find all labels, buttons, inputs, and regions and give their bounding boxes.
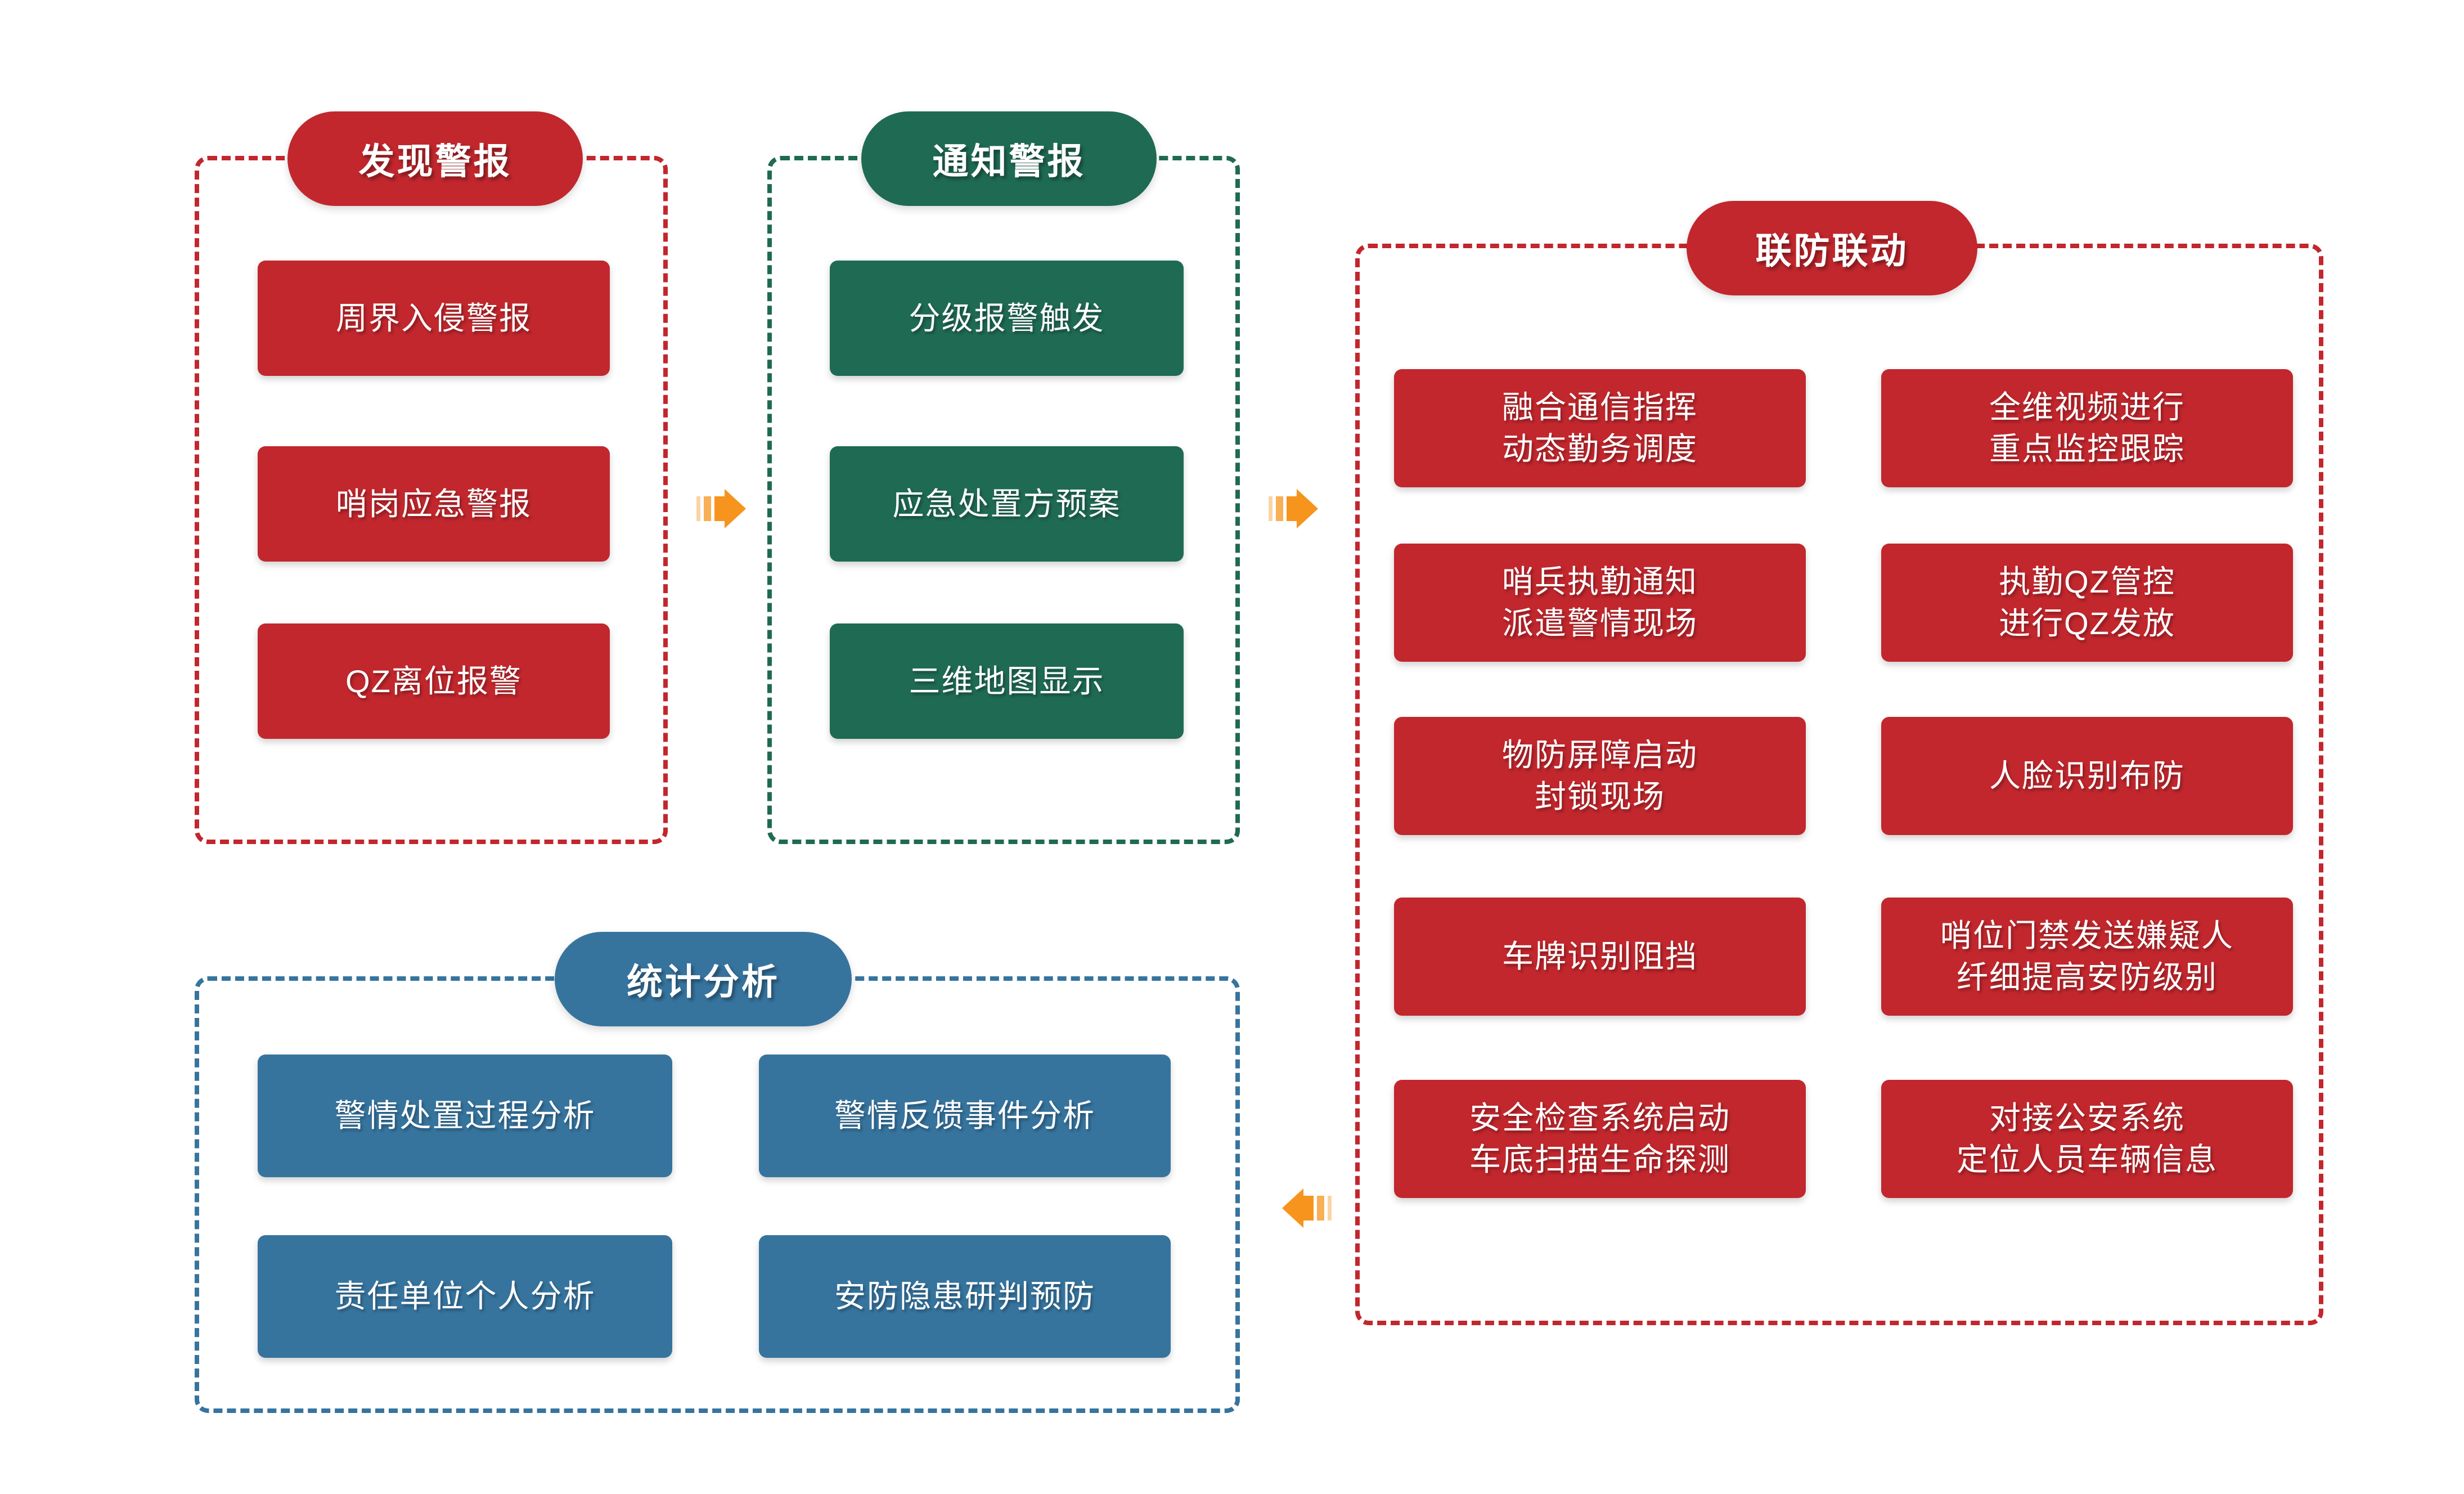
node-graded-alarm-trigger: 分级报警触发 [830, 261, 1184, 376]
node-fusion-comms-dispatch: 融合通信指挥 动态勤务调度 [1394, 369, 1806, 487]
striped-arrow-right-icon [696, 487, 747, 530]
node-qz-control-issue: 执勤QZ管控 进行QZ发放 [1881, 544, 2293, 662]
panel-joint-defense-linkage: 联防联动 融合通信指挥 动态勤务调度 全维视频进行 重点监控跟踪 哨兵执勤通知 … [1355, 201, 2323, 1325]
panel-discover-alert: 发现警报 周界入侵警报 哨岗应急警报 QZ离位报警 [195, 111, 668, 844]
section-title-notify-alert: 通知警报 [861, 111, 1157, 206]
section-title-joint-defense-linkage: 联防联动 [1687, 201, 1977, 295]
node-access-suspect-alert-level: 哨位门禁发送嫌疑人 纤细提高安防级别 [1881, 898, 2293, 1016]
panel-notify-alert: 通知警报 分级报警触发 应急处置方预案 三维地图显示 [767, 111, 1240, 844]
node-video-monitor-tracking: 全维视频进行 重点监控跟踪 [1881, 369, 2293, 487]
node-plate-recognition-block: 车牌识别阻挡 [1394, 898, 1806, 1016]
node-responsible-unit-person-analysis: 责任单位个人分析 [258, 1235, 672, 1358]
node-alarm-feedback-event-analysis: 警情反馈事件分析 [759, 1055, 1171, 1177]
node-emergency-response-plan: 应急处置方预案 [830, 446, 1184, 562]
node-sentry-emergency-alarm: 哨岗应急警报 [258, 446, 610, 562]
node-physical-barrier-lockdown: 物防屏障启动 封锁现场 [1394, 717, 1806, 835]
panel-statistical-analysis: 统计分析 警情处置过程分析 警情反馈事件分析 责任单位个人分析 安防隐患研判预防 [195, 932, 1240, 1413]
node-security-hazard-prediction: 安防隐患研判预防 [759, 1235, 1171, 1358]
section-title-statistical-analysis: 统计分析 [555, 932, 852, 1026]
striped-arrow-right-icon [1269, 487, 1319, 530]
node-sentry-duty-notice: 哨兵执勤通知 派遣警情现场 [1394, 544, 1806, 662]
section-title-discover-alert: 发现警报 [287, 111, 583, 206]
node-perimeter-intrusion-alarm: 周界入侵警报 [258, 261, 610, 376]
node-face-recognition-deploy: 人脸识别布防 [1881, 717, 2293, 835]
node-3d-map-display: 三维地图显示 [830, 623, 1184, 739]
node-alarm-handling-process-analysis: 警情处置过程分析 [258, 1055, 672, 1177]
striped-arrow-left-icon [1281, 1187, 1332, 1230]
node-police-system-locate-info: 对接公安系统 定位人员车辆信息 [1881, 1080, 2293, 1198]
node-qz-offposition-alarm: QZ离位报警 [258, 623, 610, 739]
node-security-check-underbody-scan: 安全检查系统启动 车底扫描生命探测 [1394, 1080, 1806, 1198]
